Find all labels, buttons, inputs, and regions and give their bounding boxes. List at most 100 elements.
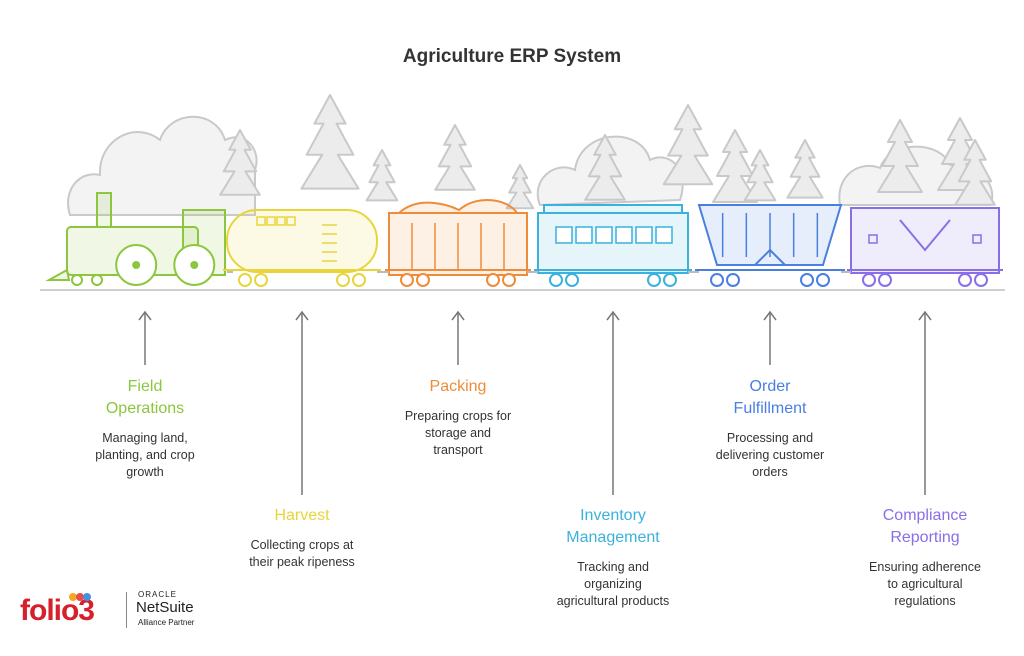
crop-pile <box>396 198 519 214</box>
step-title: Harvest <box>274 507 330 524</box>
car-wheel <box>647 273 661 287</box>
tank-window <box>256 216 266 226</box>
logo-divider <box>126 592 127 628</box>
folio3-netsuite-logo: folio3 ORACLE NetSuite Alliance Partner <box>20 590 210 630</box>
car-wheel <box>400 273 414 287</box>
step-description: Managing land, planting, and crop growth <box>95 431 195 479</box>
passenger-window <box>555 226 573 244</box>
car-wheel <box>710 273 724 287</box>
arrow-head-icon <box>138 310 152 321</box>
passenger-window <box>655 226 673 244</box>
arrow-head-icon <box>451 310 465 321</box>
train-car-passenger <box>527 204 692 287</box>
pine-tree-icon <box>219 129 261 196</box>
wheel-hub <box>132 261 141 269</box>
arrows <box>138 310 932 495</box>
boxcar-latch <box>868 234 878 244</box>
wheel-hub <box>190 261 199 269</box>
car-wheel <box>958 273 972 287</box>
step-compliance-reporting: Compliance Reporting Ensuring adherence … <box>845 505 1005 610</box>
oracle-wordmark: ORACLE <box>138 590 177 599</box>
car-wheel <box>878 273 892 287</box>
tank-window <box>276 216 286 226</box>
step-title: Inventory Management <box>566 507 660 546</box>
diagram-title: Agriculture ERP System <box>402 46 622 67</box>
train-car-boxcar <box>841 207 1003 287</box>
step-description: Collecting crops at their peak ripeness <box>249 538 355 569</box>
train-car-hopper <box>377 198 531 287</box>
car-wheel <box>816 273 830 287</box>
pine-tree-icon <box>712 129 758 203</box>
tank-body <box>226 209 378 273</box>
car-wheel <box>862 273 876 287</box>
train-car-tank <box>223 209 381 287</box>
pine-tree-icon <box>954 139 996 206</box>
pine-tree-icon <box>877 119 923 193</box>
small-wheel <box>71 274 83 286</box>
pine-tree-icon <box>365 149 399 202</box>
arrow-head-icon <box>295 310 309 321</box>
pine-tree-icon <box>786 139 824 199</box>
step-inventory-management: Inventory Management Tracking and organi… <box>533 505 693 610</box>
pine-tree-icon <box>505 164 535 210</box>
passenger-window <box>595 226 613 244</box>
alliance-partner-label: Alliance Partner <box>138 618 195 627</box>
pine-tree-icon <box>743 149 777 202</box>
pine-tree-icon <box>662 104 714 186</box>
forest-background <box>67 94 996 216</box>
train-car-locomotive <box>45 192 226 286</box>
boxcar-latch <box>972 234 982 244</box>
train <box>45 192 1003 287</box>
step-title: Field Operations <box>105 378 185 417</box>
step-title: Packing <box>429 378 487 395</box>
boxcar-body <box>850 207 1000 274</box>
logo-dot <box>69 593 77 601</box>
car-wheel <box>254 273 268 287</box>
passenger-window <box>635 226 653 244</box>
logo-dot <box>83 593 91 601</box>
step-description: Tracking and organizing agricultural pro… <box>556 560 670 608</box>
folio3-dots-icon <box>69 593 91 601</box>
tank-window <box>286 216 296 226</box>
car-wheel <box>974 273 988 287</box>
car-wheel <box>502 273 516 287</box>
car-wheel <box>663 273 677 287</box>
passenger-window <box>575 226 593 244</box>
pine-tree-icon <box>937 117 983 191</box>
passenger-roof <box>543 204 683 214</box>
passenger-window <box>615 226 633 244</box>
step-description: Processing and delivering customer order… <box>715 431 825 479</box>
car-wheel <box>416 273 430 287</box>
step-field-operations: Field Operations Managing land, planting… <box>65 376 225 481</box>
logo-dot <box>76 593 84 601</box>
step-description: Preparing crops for storage and transpor… <box>404 409 512 457</box>
chute <box>754 248 786 266</box>
car-wheel <box>336 273 350 287</box>
netsuite-wordmark: NetSuite <box>136 599 194 616</box>
arrow-head-icon <box>763 310 777 321</box>
step-packing: Packing Preparing crops for storage and … <box>378 376 538 459</box>
pine-tree-icon <box>434 124 476 191</box>
boxcar-door-brace <box>899 219 951 252</box>
locomotive-chimney <box>96 192 112 228</box>
pine-tree-icon <box>300 94 360 190</box>
step-title: Order Fulfillment <box>733 378 807 417</box>
tank-window <box>266 216 276 226</box>
arrow-head-icon <box>606 310 620 321</box>
car-wheel <box>549 273 563 287</box>
step-title: Compliance Reporting <box>882 507 968 546</box>
car-wheel <box>352 273 366 287</box>
car-wheel <box>726 273 740 287</box>
pine-tree-icon <box>584 134 626 201</box>
train-car-grain <box>688 204 845 287</box>
cow-catcher <box>45 268 71 281</box>
small-wheel <box>91 274 103 286</box>
car-wheel <box>565 273 579 287</box>
car-wheel <box>486 273 500 287</box>
arrow-head-icon <box>918 310 932 321</box>
step-harvest: Harvest Collecting crops at their peak r… <box>222 505 382 571</box>
step-description: Ensuring adherence to agricultural regul… <box>869 560 981 608</box>
step-order-fulfillment: Order Fulfillment Processing and deliver… <box>690 376 850 481</box>
car-wheel <box>238 273 252 287</box>
